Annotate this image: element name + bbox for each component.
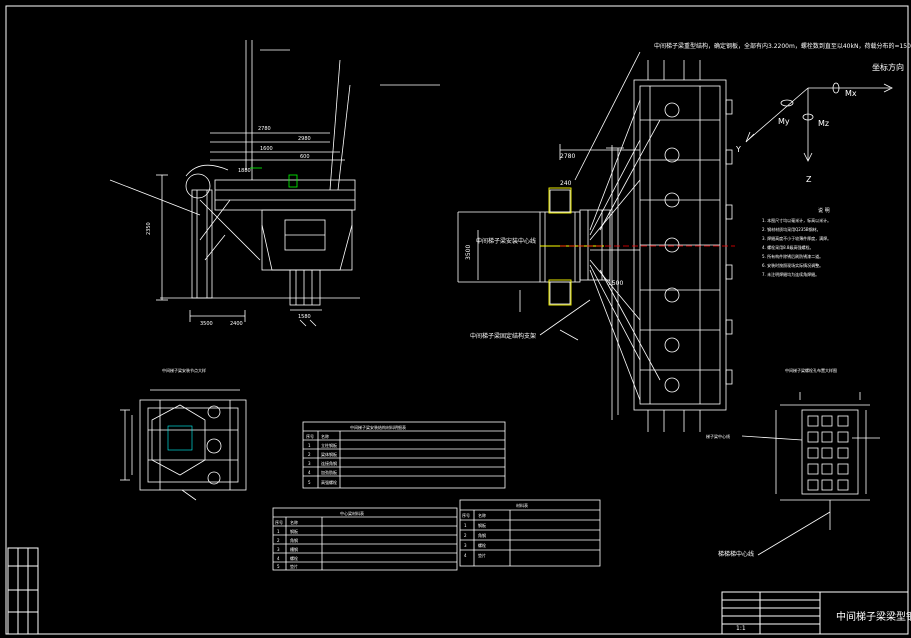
lower-left-caption: 中间梯子梁安装节点大样 <box>162 367 206 373</box>
svg-text:1: 1 <box>464 523 467 528</box>
svg-text:1500: 1500 <box>608 280 623 287</box>
svg-text:3: 3 <box>464 543 467 548</box>
svg-text:3: 3 <box>277 547 280 552</box>
svg-text:Y: Y <box>735 145 741 154</box>
svg-text:梁体钢板: 梁体钢板 <box>321 451 337 457</box>
right-view-labels: 中间梯子梁安装中心线 中间梯子梁固定结构支架 2780 240 1500 350… <box>465 153 623 340</box>
table-right-title: 材料表 <box>516 502 528 508</box>
svg-text:5: 5 <box>308 480 311 485</box>
coordinate-system <box>745 82 893 162</box>
svg-text:角钢: 角钢 <box>478 532 486 538</box>
notes-heading: 说 明 <box>818 207 830 214</box>
table-left-cells: 序号 名称 1 钢板 2 角钢 3 槽钢 4 螺栓 5 垫片 <box>275 519 298 569</box>
right-detail-line-label: 梯梯梯中心线 <box>718 550 754 558</box>
sheet-border <box>5 5 909 635</box>
svg-text:中间梯子梁固定结构支架: 中间梯子梁固定结构支架 <box>470 332 536 340</box>
svg-text:螺栓: 螺栓 <box>290 555 298 561</box>
svg-text:My: My <box>778 117 790 126</box>
title-block <box>721 591 909 635</box>
svg-text:名称: 名称 <box>321 433 329 439</box>
right-detail-label: 梯子梁中心线 <box>706 433 730 439</box>
svg-text:3500: 3500 <box>465 245 472 260</box>
svg-text:坐标方向: 坐标方向 <box>872 62 904 72</box>
top-note: 中间梯子梁重型结构，确定钢板，全部有内3.2200m，螺栓数到直至以40kN，荷… <box>654 42 911 50</box>
svg-text:高强螺栓: 高强螺栓 <box>321 479 337 485</box>
svg-text:加劲肋板: 加劲肋板 <box>321 469 337 475</box>
svg-text:600: 600 <box>300 154 310 160</box>
svg-text:3500: 3500 <box>200 321 213 327</box>
svg-text:钢板: 钢板 <box>290 528 298 534</box>
svg-text:3. 焊缝高度不小于较薄件厚度，满焊。: 3. 焊缝高度不小于较薄件厚度，满焊。 <box>762 235 831 241</box>
svg-text:Z: Z <box>806 175 812 184</box>
svg-text:2. 钢材材质均采用Q235B钢材。: 2. 钢材材质均采用Q235B钢材。 <box>762 226 821 232</box>
bolt-grid-detail <box>741 392 880 556</box>
left-view-dims: 2780 1600 600 1880 2980 2350 3500 2400 1… <box>146 126 311 327</box>
svg-text:5. 所有构件除锈后刷防锈漆二道。: 5. 所有构件除锈后刷防锈漆二道。 <box>762 253 823 259</box>
svg-text:5: 5 <box>277 564 280 569</box>
left-view-green-accents <box>250 167 298 188</box>
svg-text:中间梯子梁安装中心线: 中间梯子梁安装中心线 <box>476 237 536 245</box>
svg-text:4: 4 <box>464 553 467 558</box>
svg-text:2980: 2980 <box>298 136 311 142</box>
svg-text:角钢: 角钢 <box>290 537 298 543</box>
svg-text:钢板: 钢板 <box>478 522 486 528</box>
svg-text:2: 2 <box>277 538 280 543</box>
table-right <box>459 499 601 567</box>
svg-text:1. 本图尺寸均以毫米计，标高以米计。: 1. 本图尺寸均以毫米计，标高以米计。 <box>762 217 831 223</box>
svg-text:2400: 2400 <box>230 321 243 327</box>
svg-text:立柱钢板: 立柱钢板 <box>321 442 337 448</box>
lower-left-detail-view <box>120 389 247 501</box>
left-elevation-view <box>109 40 440 327</box>
svg-text:1600: 1600 <box>260 146 273 152</box>
svg-text:6. 安装时按照现场实际情况调整。: 6. 安装时按照现场实际情况调整。 <box>762 262 823 268</box>
lower-left-cyan <box>167 425 193 451</box>
svg-text:1: 1 <box>277 529 280 534</box>
svg-text:2: 2 <box>464 533 467 538</box>
table-left <box>272 507 458 571</box>
scale-text: 1:1 <box>736 625 746 632</box>
svg-text:3: 3 <box>308 461 311 466</box>
svg-text:2780: 2780 <box>560 153 575 160</box>
table-center-cells: 序号 名称 1 立柱钢板 2 梁体钢板 3 连接角钢 4 加劲肋板 5 高强螺栓 <box>306 433 337 485</box>
svg-text:4: 4 <box>308 470 311 475</box>
svg-text:1880: 1880 <box>238 168 251 174</box>
svg-text:240: 240 <box>560 180 572 187</box>
svg-text:名称: 名称 <box>478 512 486 518</box>
notes-lines: 1. 本图尺寸均以毫米计，标高以米计。 2. 钢材材质均采用Q235B钢材。 3… <box>762 217 831 277</box>
right-view-yellow-parts <box>540 187 604 306</box>
svg-text:7. 未注明焊缝均为连续角焊缝。: 7. 未注明焊缝均为连续角焊缝。 <box>762 271 819 277</box>
svg-text:2780: 2780 <box>258 126 271 132</box>
svg-text:Mz: Mz <box>818 119 829 128</box>
svg-text:槽钢: 槽钢 <box>290 546 298 552</box>
right-plan-view <box>457 51 733 432</box>
table-center-title: 中间梯子梁安装结构材料明细表 <box>350 424 406 430</box>
svg-text:垫片: 垫片 <box>290 563 298 569</box>
svg-text:螺栓: 螺栓 <box>478 542 486 548</box>
table-right-cells: 序号 名称 1 钢板 2 角钢 3 螺栓 4 垫片 <box>462 512 486 558</box>
title-block-text: 中间梯子梁梁型钢方案 <box>836 610 911 623</box>
svg-text:Mx: Mx <box>845 89 857 98</box>
svg-text:1580: 1580 <box>298 314 311 320</box>
svg-text:连接角钢: 连接角钢 <box>321 460 337 466</box>
svg-text:4. 螺栓采用8.8级高强螺栓。: 4. 螺栓采用8.8级高强螺栓。 <box>762 244 813 250</box>
svg-text:序号: 序号 <box>462 512 470 518</box>
svg-text:1: 1 <box>308 443 311 448</box>
coordinate-labels: 坐标方向 Mx My Mz Y Z <box>735 62 904 184</box>
table-center <box>302 421 506 489</box>
left-strip <box>7 547 39 635</box>
svg-text:2: 2 <box>308 452 311 457</box>
svg-text:序号: 序号 <box>306 433 314 439</box>
right-detail-caption: 中间梯子梁螺栓孔布置大样图 <box>785 367 837 373</box>
svg-text:名称: 名称 <box>290 519 298 525</box>
svg-text:垫片: 垫片 <box>478 552 486 558</box>
svg-text:序号: 序号 <box>275 519 283 525</box>
table-left-title: 中心梁材料表 <box>340 510 364 516</box>
svg-text:2350: 2350 <box>146 222 152 235</box>
svg-text:4: 4 <box>277 556 280 561</box>
